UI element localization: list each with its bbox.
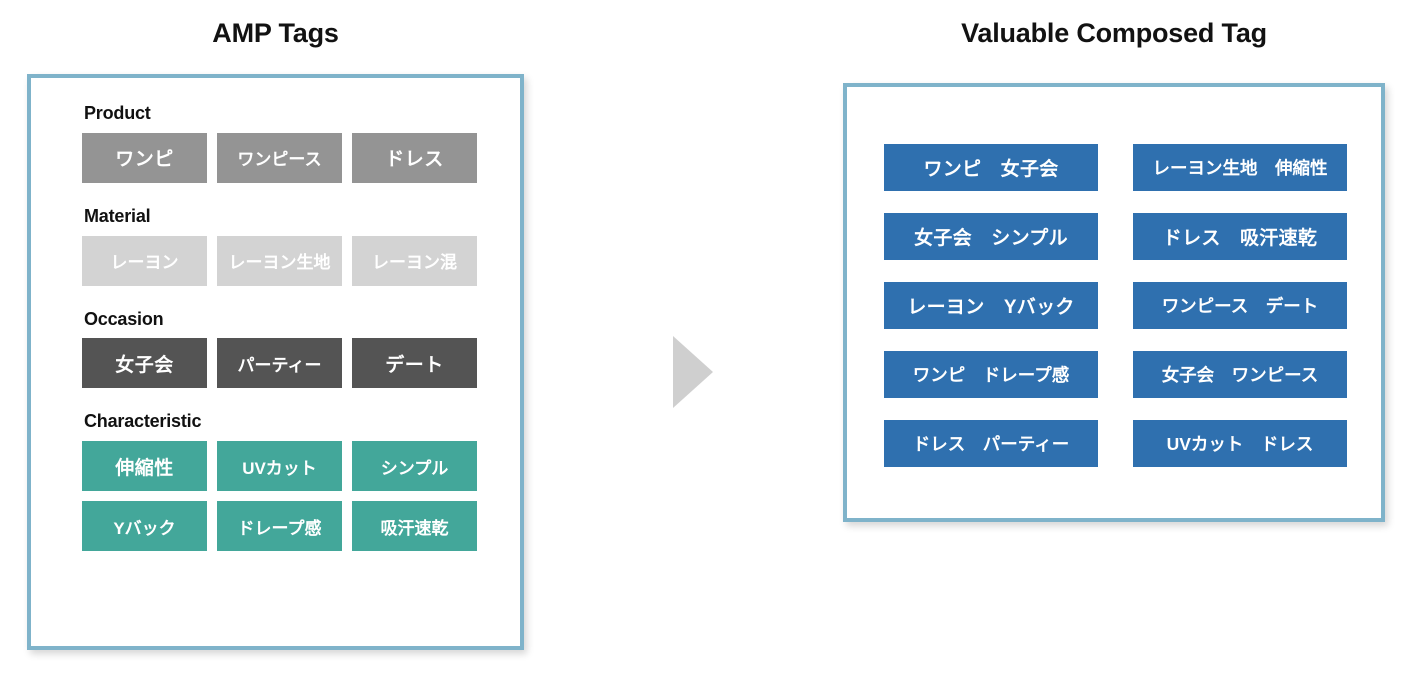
tag-characteristic-5[interactable]: 吸汗速乾: [352, 501, 477, 552]
tag-material-2[interactable]: レーヨン混: [352, 235, 477, 286]
tag-occasion-1[interactable]: パーティー: [217, 338, 342, 389]
composed-tag-1[interactable]: レーヨン生地 伸縮性: [1133, 144, 1347, 191]
tag-grid-material: レーヨン レーヨン生地 レーヨン混: [82, 235, 502, 286]
group-label-material: Material: [84, 205, 151, 226]
amp-group-occasion: Occasion 女子会 パーティー デート: [82, 308, 502, 389]
amp-tag-group-list: Product ワンピ ワンピース ドレス Material レーヨン レーヨン…: [82, 103, 502, 552]
tag-grid-occasion: 女子会 パーティー デート: [82, 338, 502, 389]
group-label-characteristic: Characteristic: [84, 411, 202, 432]
amp-group-material: Material レーヨン レーヨン生地 レーヨン混: [82, 205, 502, 286]
composed-tag-6[interactable]: ワンピ ドレープ感: [884, 351, 1098, 398]
composed-tag-8[interactable]: ドレス パーティー: [884, 420, 1098, 467]
tag-characteristic-3[interactable]: Yバック: [82, 501, 207, 552]
tag-material-1[interactable]: レーヨン生地: [217, 235, 342, 286]
composed-tag-0[interactable]: ワンピ 女子会: [884, 144, 1098, 191]
composed-tag-9[interactable]: UVカット ドレス: [1133, 420, 1347, 467]
amp-group-product: Product ワンピ ワンピース ドレス: [82, 103, 502, 183]
page-title-valuable-composed-tag: Valuable Composed Tag: [961, 18, 1267, 48]
composed-tag-2[interactable]: 女子会 シンプル: [884, 213, 1098, 260]
composed-tag-grid: ワンピ 女子会 レーヨン生地 伸縮性 女子会 シンプル ドレス 吸汗速乾 レーヨ…: [884, 144, 1347, 467]
tag-characteristic-0[interactable]: 伸縮性: [82, 441, 207, 492]
page-title-amp-tags: AMP Tags: [212, 18, 339, 48]
tag-product-0[interactable]: ワンピ: [82, 132, 207, 183]
amp-tags-panel: Product ワンピ ワンピース ドレス Material レーヨン レーヨン…: [27, 74, 524, 650]
tag-product-1[interactable]: ワンピース: [217, 132, 342, 183]
composed-tag-4[interactable]: レーヨン Yバック: [884, 282, 1098, 329]
composed-tag-5[interactable]: ワンピース デート: [1133, 282, 1347, 329]
group-label-occasion: Occasion: [84, 308, 164, 329]
composed-tag-3[interactable]: ドレス 吸汗速乾: [1133, 213, 1347, 260]
tag-characteristic-2[interactable]: シンプル: [352, 441, 477, 492]
tag-product-2[interactable]: ドレス: [352, 132, 477, 183]
tag-grid-product: ワンピ ワンピース ドレス: [82, 132, 502, 183]
group-label-product: Product: [84, 103, 151, 123]
composed-tags-panel: ワンピ 女子会 レーヨン生地 伸縮性 女子会 シンプル ドレス 吸汗速乾 レーヨ…: [843, 83, 1385, 522]
tag-characteristic-1[interactable]: UVカット: [217, 441, 342, 492]
amp-group-characteristic: Characteristic 伸縮性 UVカット シンプル Yバック ドレープ感…: [82, 411, 502, 552]
composed-tag-7[interactable]: 女子会 ワンピース: [1133, 351, 1347, 398]
tag-characteristic-4[interactable]: ドレープ感: [217, 501, 342, 552]
tag-grid-characteristic: 伸縮性 UVカット シンプル Yバック ドレープ感 吸汗速乾: [82, 441, 502, 552]
triangle-right-icon: [673, 336, 713, 408]
tag-material-0[interactable]: レーヨン: [82, 235, 207, 286]
tag-occasion-0[interactable]: 女子会: [82, 338, 207, 389]
tag-occasion-2[interactable]: デート: [352, 338, 477, 389]
